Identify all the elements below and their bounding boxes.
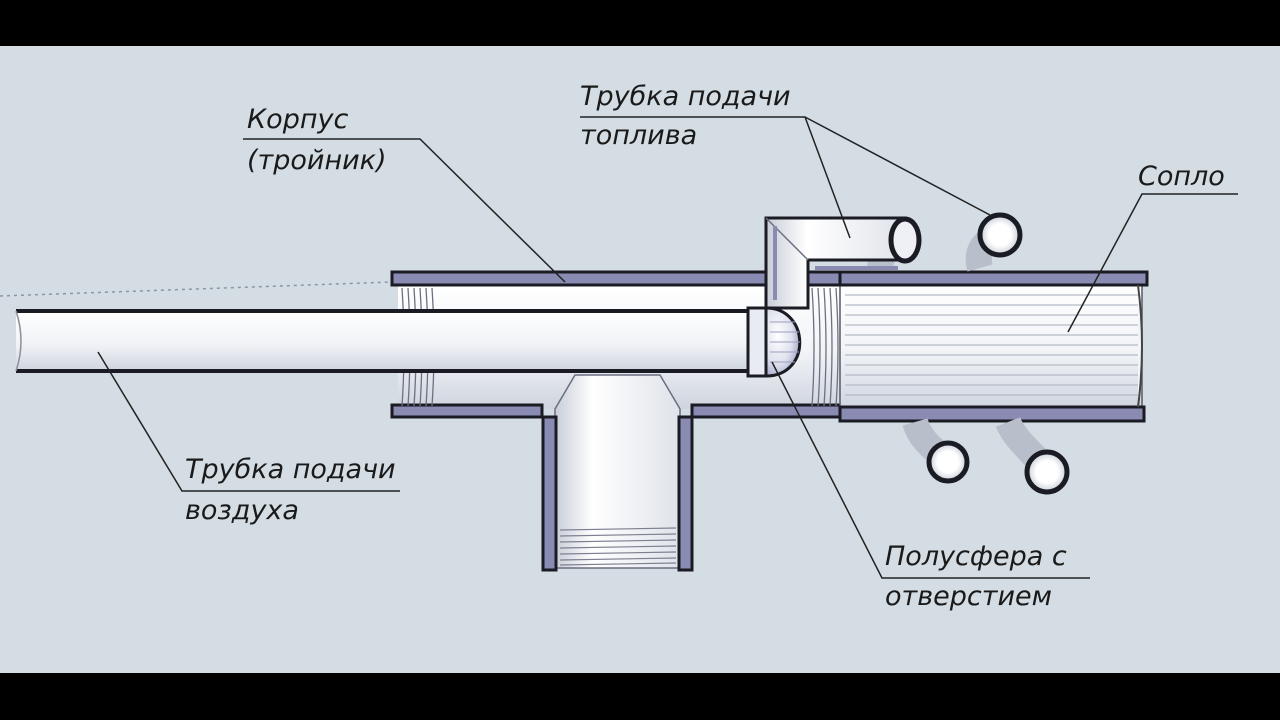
leader-lines bbox=[97, 116, 1238, 579]
label-fuel-line2: топлива bbox=[580, 120, 697, 151]
leader-body bbox=[243, 138, 566, 283]
label-body-line2: (тройник) bbox=[247, 145, 387, 176]
label-body-line1: Корпус bbox=[247, 104, 348, 135]
letterbox-top bbox=[0, 0, 1280, 46]
air-feed-tube bbox=[15, 306, 768, 378]
hemisphere-with-hole bbox=[764, 306, 802, 378]
leader-nozzle bbox=[1067, 193, 1238, 333]
leader-air bbox=[97, 351, 400, 492]
letterbox-bottom bbox=[0, 673, 1280, 720]
label-air-line1: Трубка подачи bbox=[185, 454, 396, 485]
label-hemi-line1: Полусфера с bbox=[885, 541, 1067, 572]
leader-fuel-coil bbox=[804, 116, 991, 216]
label-nozzle: Сопло bbox=[1138, 161, 1225, 192]
label-hemi-line2: отверстием bbox=[885, 581, 1052, 612]
nozzle bbox=[838, 270, 1149, 423]
guide-dotted-line bbox=[0, 281, 393, 297]
leader-hemi bbox=[771, 361, 1090, 579]
label-fuel-line1: Трубка подачи bbox=[580, 81, 791, 112]
label-air-line2: воздуха bbox=[185, 495, 299, 526]
